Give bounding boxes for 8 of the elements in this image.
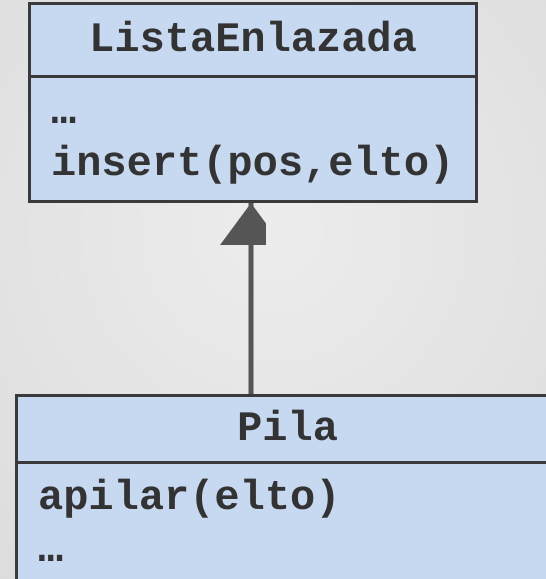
class-name: ListaEnlazada <box>89 16 417 64</box>
class-member: … <box>51 87 76 138</box>
class-member: … <box>38 525 64 576</box>
class-member: apilar(elto) <box>38 473 340 524</box>
class-box <box>15 394 546 579</box>
class-box <box>28 2 478 203</box>
class-member: insert(pos,elto) <box>51 139 454 190</box>
class-name: Pila <box>237 406 338 452</box>
